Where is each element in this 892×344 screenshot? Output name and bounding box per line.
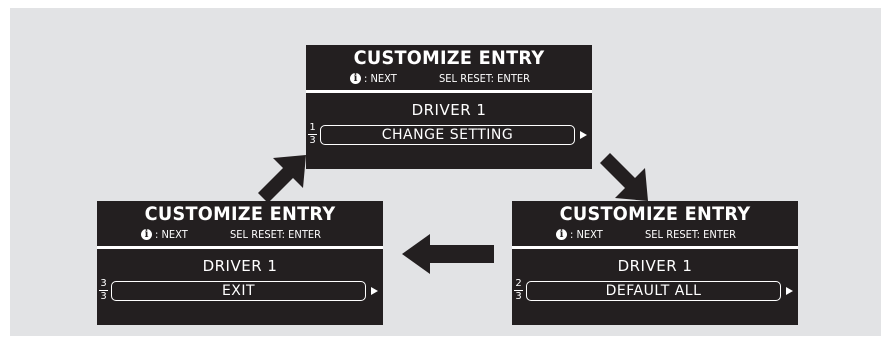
- next-label: : NEXT: [364, 72, 397, 85]
- sel-reset-label: SEL RESET: ENTER: [439, 72, 530, 85]
- screen-subheader: i : NEXT SEL RESET: ENTER: [512, 228, 798, 242]
- page-total: 3: [515, 291, 522, 302]
- driver-label: DRIVER 1: [411, 101, 487, 119]
- page-number: 2: [515, 278, 522, 289]
- divider: [512, 246, 798, 249]
- screen-title: CUSTOMIZE ENTRY: [559, 203, 751, 225]
- info-icon: i: [141, 229, 152, 240]
- next-label: : NEXT: [155, 228, 188, 241]
- screen-exit: CUSTOMIZE ENTRY i : NEXT SEL RESET: ENTE…: [97, 201, 383, 325]
- diagram-panel: CUSTOMIZE ENTRY i : NEXT SEL RESET: ENTE…: [10, 8, 881, 336]
- next-hint: i : NEXT: [350, 72, 397, 85]
- divider: [306, 90, 592, 93]
- arrow-up-right-icon: [258, 155, 306, 203]
- divider: [97, 246, 383, 249]
- sel-reset-label: SEL RESET: ENTER: [645, 228, 736, 241]
- page-number: 3: [100, 278, 107, 289]
- page-indicator: 1 3: [308, 123, 317, 146]
- info-icon: i: [350, 73, 361, 84]
- right-triangle-icon: [580, 131, 587, 139]
- screen-title: CUSTOMIZE ENTRY: [144, 203, 336, 225]
- info-icon: i: [556, 229, 567, 240]
- next-hint: i : NEXT: [141, 228, 188, 241]
- next-label: : NEXT: [570, 228, 603, 241]
- right-triangle-icon: [786, 287, 793, 295]
- driver-label: DRIVER 1: [617, 257, 693, 275]
- option-box: DEFAULT ALL: [526, 281, 781, 301]
- driver-label: DRIVER 1: [202, 257, 278, 275]
- sel-reset-label: SEL RESET: ENTER: [230, 228, 321, 241]
- option-box: CHANGE SETTING: [320, 125, 575, 145]
- next-hint: i : NEXT: [556, 228, 603, 241]
- arrow-left-icon: [402, 234, 494, 274]
- arrow-down-right-icon: [600, 153, 648, 201]
- screen-default-all: CUSTOMIZE ENTRY i : NEXT SEL RESET: ENTE…: [512, 201, 798, 325]
- screen-subheader: i : NEXT SEL RESET: ENTER: [97, 228, 383, 242]
- page-total: 3: [309, 135, 316, 146]
- page-indicator: 2 3: [514, 279, 523, 302]
- page-total: 3: [100, 291, 107, 302]
- page-number: 1: [309, 122, 316, 133]
- screen-subheader: i : NEXT SEL RESET: ENTER: [306, 72, 592, 86]
- page-indicator: 3 3: [99, 279, 108, 302]
- screen-title: CUSTOMIZE ENTRY: [353, 47, 545, 69]
- screen-change-setting: CUSTOMIZE ENTRY i : NEXT SEL RESET: ENTE…: [306, 45, 592, 169]
- right-triangle-icon: [371, 287, 378, 295]
- option-box: EXIT: [111, 281, 366, 301]
